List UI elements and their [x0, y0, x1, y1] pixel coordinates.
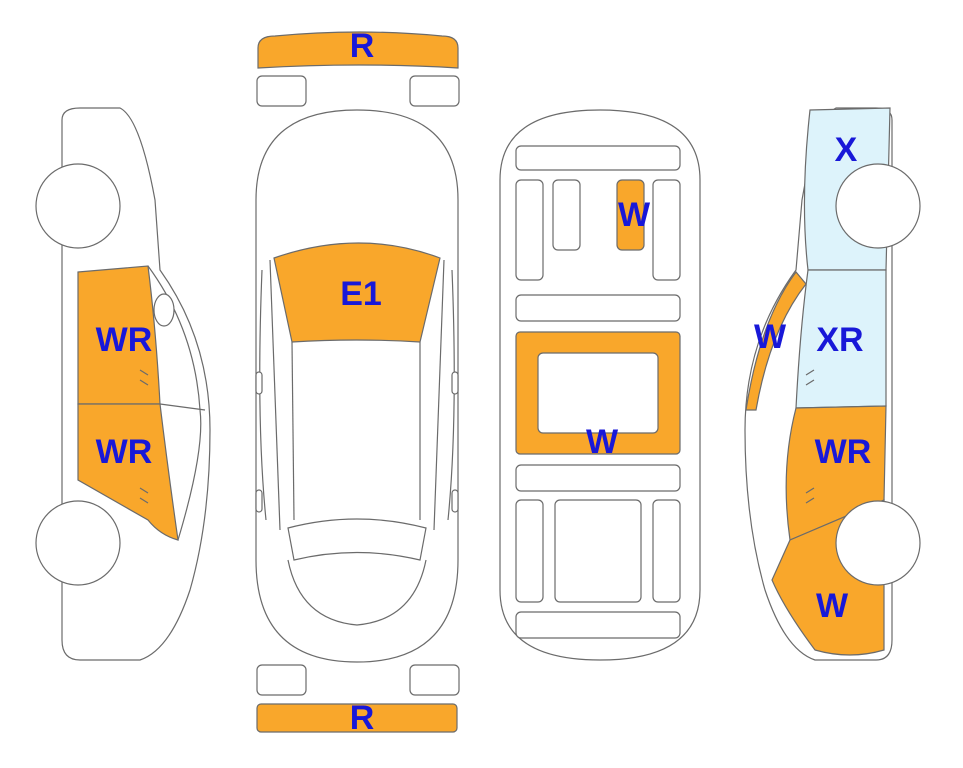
- car-body-top-view: [255, 109, 459, 663]
- label-left-rear-door: WR: [96, 433, 153, 471]
- label-interior-floor: W: [586, 423, 619, 461]
- label-left-front-door: WR: [96, 321, 153, 359]
- label-right-front-fender: X: [835, 131, 858, 169]
- damage-labels: R R WR WR E1 W W X W XR WR W: [96, 27, 872, 737]
- label-front-bumper: R: [350, 27, 375, 65]
- left-side-view: [35, 107, 211, 661]
- hood-panel[interactable]: [273, 242, 441, 343]
- front-bumper-panel[interactable]: [257, 31, 459, 69]
- label-right-windshield-pillar: W: [754, 318, 787, 356]
- front-light-right: [409, 75, 460, 107]
- interior-upper-panel[interactable]: [616, 179, 645, 251]
- rear-bumper-group: [256, 664, 460, 733]
- label-hood: E1: [340, 275, 382, 313]
- right-side-view: [744, 107, 921, 661]
- rear-light-right: [409, 664, 460, 696]
- right-windshield-pillar[interactable]: [745, 271, 807, 411]
- label-right-rear-quarter: W: [816, 587, 849, 625]
- label-right-front-door: XR: [816, 321, 863, 359]
- label-right-rear-door: WR: [815, 433, 872, 471]
- rear-bumper-panel[interactable]: [256, 703, 458, 733]
- top-view-car: [255, 109, 459, 663]
- front-bumper-group: [256, 31, 460, 107]
- interior-view: [499, 109, 701, 661]
- rear-light-left: [256, 664, 307, 696]
- left-rear-door-panel[interactable]: [77, 403, 179, 541]
- label-interior-upper: W: [618, 196, 651, 234]
- front-light-left: [256, 75, 307, 107]
- label-rear-bumper: R: [350, 699, 375, 737]
